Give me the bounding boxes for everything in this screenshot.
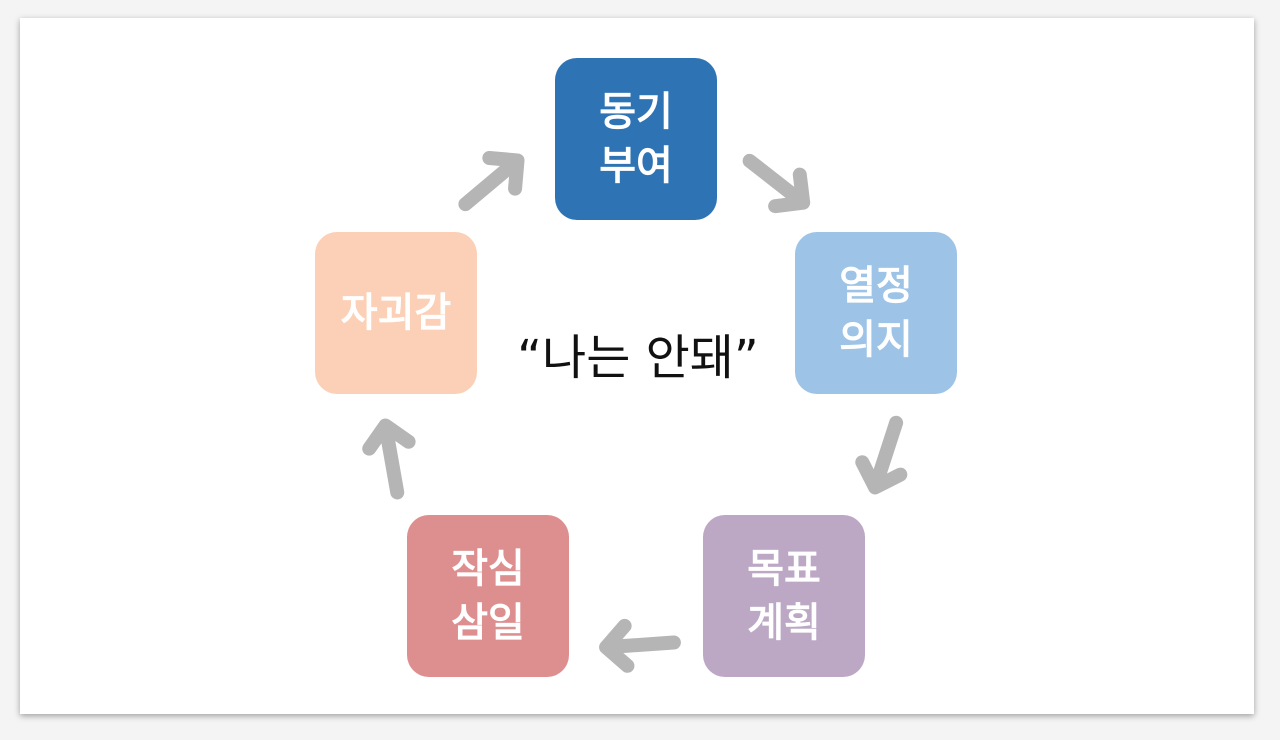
node-passion-line2: 의지 (839, 317, 913, 363)
node-passion-line1: 열정 (839, 263, 913, 309)
node-planning: 목표 계획 (703, 515, 865, 677)
node-three-days-line2: 삼일 (451, 600, 525, 646)
node-planning-line1: 목표 (747, 546, 821, 592)
arrow-down-icon (840, 412, 930, 502)
node-motivation-line2: 부여 (599, 143, 673, 189)
node-motivation: 동기 부여 (555, 58, 717, 220)
arrow-right-up-icon (448, 136, 538, 226)
node-guilt-line1: 자괴감 (340, 290, 452, 336)
arrow-left-icon (593, 600, 683, 690)
node-three-days: 작심 삼일 (407, 515, 569, 677)
arrow-right-down-icon (733, 138, 823, 228)
node-passion: 열정 의지 (795, 232, 957, 394)
node-three-days-line1: 작심 (451, 546, 525, 592)
center-quote: “나는 안돼” (517, 330, 759, 386)
node-planning-line2: 계획 (747, 600, 821, 646)
node-motivation-line1: 동기 (599, 89, 673, 135)
node-guilt: 자괴감 (315, 232, 477, 394)
arrow-up-icon (346, 412, 436, 502)
